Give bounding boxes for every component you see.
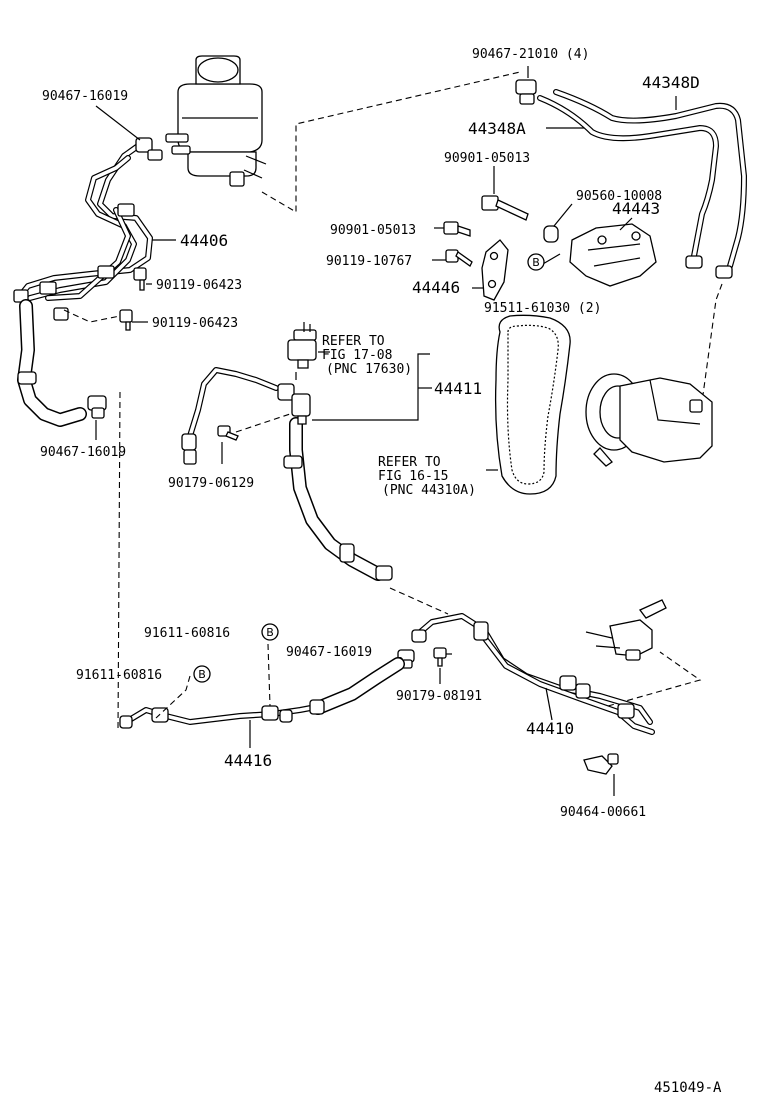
bracket-44446 [481, 239, 509, 301]
leader-06423 [63, 309, 121, 323]
washer-90560 [543, 225, 559, 243]
label-44446: 44446 [412, 278, 460, 297]
label-90467-16019-left: 90467-16019 [40, 445, 126, 460]
pressure-switch [287, 322, 317, 369]
label-90467-16019-top: 90467-16019 [42, 89, 128, 104]
circle-b-top: B [527, 253, 545, 271]
label-90467-16019-mid: 90467-16019 [286, 645, 372, 660]
label-90119-06423-a: 90119-06423 [156, 278, 242, 293]
bolt-90901-a [481, 195, 529, 221]
bolt-90179-06129 [217, 425, 239, 441]
label-refer-17-line1: REFER TO [322, 334, 385, 349]
circle-b-letter: B [198, 668, 206, 681]
label-90467-21010: 90467-21010 (4) [472, 47, 589, 62]
hose-44411 [181, 367, 393, 581]
bolt-90119-06423-b [119, 309, 133, 331]
label-refer-17-line3: (PNC 17630) [326, 362, 412, 377]
leader-reservoir-hose [261, 71, 521, 213]
bolt-90119-10767 [445, 249, 473, 267]
circle-b-letter: B [266, 626, 274, 639]
hose-left-return [17, 299, 87, 427]
power-steering-pump [585, 373, 713, 467]
label-90179-06129: 90179-06129 [168, 476, 254, 491]
label-90179-08191: 90179-08191 [396, 689, 482, 704]
figure-code: 451049-A [654, 1080, 722, 1096]
label-44348A: 44348A [468, 119, 526, 138]
label-44443: 44443 [612, 199, 660, 218]
circle-b-upper: B [261, 623, 279, 641]
leader-gear [607, 651, 702, 707]
label-90901-05013-a: 90901-05013 [444, 151, 530, 166]
leader-60816-a [267, 643, 271, 707]
label-91611-60816-b: 91611-60816 [76, 668, 162, 683]
steering-gear-fitting [585, 599, 667, 661]
clamp-90467-left [87, 395, 107, 419]
tube-44416 [119, 657, 405, 729]
label-44410: 44410 [526, 719, 574, 738]
bracket-44443 [569, 223, 657, 287]
circle-b-lower: B [193, 665, 211, 683]
label-44348D: 44348D [642, 73, 700, 92]
leader-06129 [235, 413, 291, 433]
leader-left-vertical [117, 391, 121, 731]
hose-44348-group [515, 79, 747, 279]
bolt-90179-08191 [433, 647, 447, 667]
bolt-90901-b [443, 221, 471, 237]
drive-belt [494, 314, 571, 495]
label-44406: 44406 [180, 231, 228, 250]
label-90901-05013-b: 90901-05013 [330, 223, 416, 238]
label-refer-16-line1: REFER TO [378, 455, 441, 470]
circle-b-letter: B [532, 256, 540, 269]
clamp-90464-00661 [583, 753, 619, 775]
label-91611-60816-a: 91611-60816 [144, 626, 230, 641]
label-refer-17-line2: FIG 17-08 [322, 348, 392, 363]
label-44416: 44416 [224, 751, 272, 770]
label-90119-06423-b: 90119-06423 [152, 316, 238, 331]
label-91511-61030: 91511-61030 (2) [484, 301, 601, 316]
reservoir-tank [165, 55, 267, 187]
leader-60816-b [155, 675, 191, 719]
leader-pump-inlet [701, 283, 723, 403]
hose-44410 [411, 613, 655, 735]
tube-44406 [13, 143, 153, 321]
label-refer-16-line3: (PNC 44310A) [382, 483, 476, 498]
label-90560-10008: 90560-10008 [576, 189, 662, 204]
label-44411: 44411 [434, 379, 482, 398]
bolt-90119-06423-a [133, 267, 147, 291]
leader-pressure-line [389, 587, 449, 615]
label-refer-16-line2: FIG 16-15 [378, 469, 448, 484]
label-90464-00661: 90464-00661 [560, 805, 646, 820]
label-90119-10767: 90119-10767 [326, 254, 412, 269]
clamp-90467-top [135, 137, 163, 161]
